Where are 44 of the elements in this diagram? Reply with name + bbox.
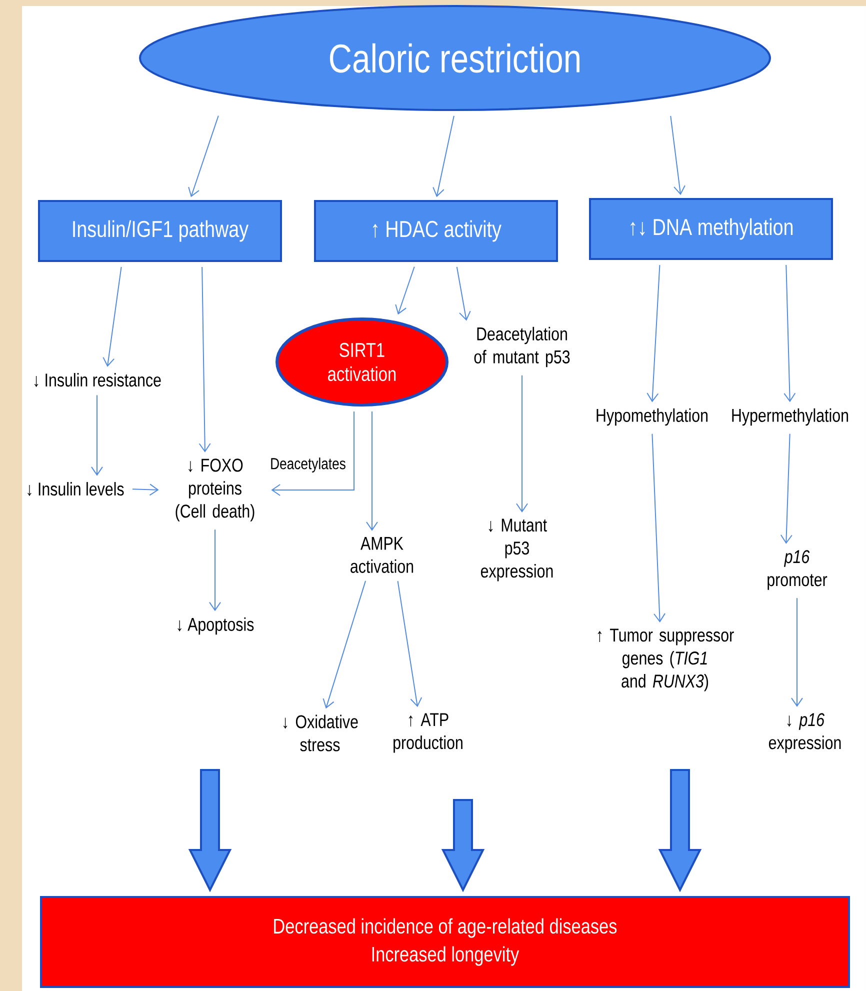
process-box: ↑ HDAC activity (314, 200, 558, 262)
process-box: Insulin/IGF1 pathway (38, 200, 282, 262)
node-text: ↓ Insulin levels (28, 482, 124, 496)
arrow (646, 264, 660, 402)
arrow (456, 266, 471, 321)
node-text: AMPK activation (350, 537, 414, 573)
arrow (209, 529, 221, 612)
block-arrow (188, 769, 232, 892)
ellipse-node: SIRT1 activation (276, 318, 448, 406)
node-text: p16 promoter (768, 550, 828, 590)
node-text: ↓ Mutant p53 expression (480, 518, 553, 582)
node-text: ↑ Tumor suppressor genes (TIG1 and RUNX3) (598, 628, 734, 692)
node-text: ↓ FOXO proteins (Cell death) (176, 458, 254, 522)
outcome-box: Decreased incidence of age-related diseases Increased longevity (40, 896, 850, 988)
node-text: Hypomethylation (596, 408, 708, 426)
arrow (102, 266, 122, 367)
arrow (670, 115, 686, 196)
arrow (271, 411, 354, 496)
node-text: Deacetylation of mutant p53 (474, 326, 570, 368)
block-arrow (658, 769, 702, 892)
node-text: ↓ Insulin resistance (34, 373, 161, 387)
node-text: Hypermethylation (732, 408, 848, 426)
arrow (516, 374, 528, 513)
arrow (91, 394, 103, 476)
edge-label: Deacetylates (269, 456, 347, 474)
arrow (188, 115, 219, 198)
arrow (432, 115, 454, 198)
arrow (780, 433, 792, 544)
arrow (322, 580, 366, 709)
arrow (791, 598, 803, 707)
arrow (395, 266, 415, 315)
node-text: ↓ Apoptosis (178, 617, 254, 635)
process-box: ↑↓ DNA methylation (589, 198, 833, 260)
node-text: ↓ Oxidative stress (284, 714, 358, 752)
node-text: ↑ ATP production (394, 713, 462, 753)
arrow (652, 433, 666, 623)
ellipse-node: Caloric restriction (139, 5, 771, 111)
node-text: ↓ p16 expression (768, 713, 841, 753)
arrow (784, 264, 796, 402)
block-arrow (441, 799, 485, 892)
arrow (366, 411, 378, 531)
arrow (132, 484, 159, 496)
arrow (397, 580, 422, 708)
arrow (198, 266, 211, 452)
